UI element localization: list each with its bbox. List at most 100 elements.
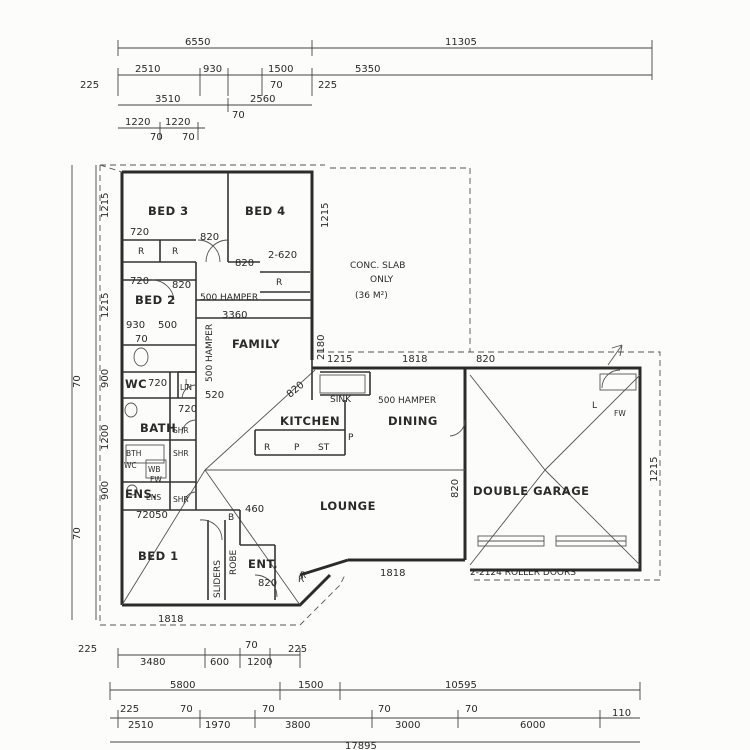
dim-bot-5800: 5800 (170, 680, 195, 691)
dim-bot-10595: 10595 (445, 680, 477, 691)
bathtub-icon (125, 444, 165, 464)
dim-930: 930 (203, 64, 222, 75)
room-lounge: LOUNGE (320, 499, 376, 513)
top-dimensions: 6550 11305 225 2510 930 1500 5350 70 225… (80, 37, 653, 143)
robe-r6: R (298, 575, 304, 585)
dim-1220a: 1220 (125, 117, 150, 128)
dim-820f: 820 (450, 479, 461, 498)
room-garage: DOUBLE GARAGE (473, 484, 590, 498)
bottom-dimensions: 225 3480 600 1200 70 225 5800 1500 10595… (78, 640, 641, 750)
dim-820g: 820 (258, 578, 277, 589)
robe-r4: R (264, 443, 270, 453)
ens-toilet-icon (126, 484, 138, 496)
robe-r3: R (276, 278, 282, 288)
dim-bot-225c: 225 (120, 704, 139, 715)
dim-1220b: 1220 (165, 117, 190, 128)
dim-460: 460 (245, 504, 264, 515)
dim-bot-1500: 1500 (298, 680, 323, 691)
roller-doors-label: 2-2124 ROLLER DOORS (470, 568, 576, 578)
l-label: L (592, 401, 597, 411)
slab-label-3: (36 M²) (355, 291, 388, 301)
internal-walls (122, 172, 470, 600)
dim-720d: 720 (178, 404, 197, 415)
fixtures (124, 344, 637, 496)
dim-225: 225 (80, 80, 99, 91)
dim-left-1215b: 1215 (100, 293, 111, 318)
dim-1215r: 1215 (320, 203, 331, 228)
roller-doors (477, 535, 627, 547)
dim-bot-3000: 3000 (395, 720, 420, 731)
dim-225b: 225 (318, 80, 337, 91)
wb-label: WB (148, 465, 161, 474)
dim-left-70: 70 (72, 375, 83, 388)
dim-520: 520 (205, 390, 224, 401)
dim-left-1200: 1200 (100, 425, 111, 450)
ens-small-label: ENS (146, 493, 161, 502)
dim-820a: 820 (200, 232, 219, 243)
dim-left-70b: 70 (72, 527, 83, 540)
dim-bot-1200: 1200 (247, 657, 272, 668)
dim-bot-70d: 70 (378, 704, 391, 715)
fw-label-garage: FW (614, 409, 626, 418)
dim-bot-2510: 2510 (128, 720, 153, 731)
r-entry-label: R (300, 571, 306, 581)
dim-bot-70c: 70 (262, 704, 275, 715)
room-bed1: BED 1 (138, 549, 179, 563)
dim-1215g: 1215 (649, 457, 660, 482)
dim-930: 930 (126, 320, 145, 331)
shr-label-3: SHR (173, 495, 189, 504)
room-bath: BATH (140, 421, 176, 435)
dim-bot-70b: 70 (180, 704, 193, 715)
toilet-icon (133, 347, 149, 367)
left-dimensions: 1215 1215 70 900 1200 900 70 (71, 165, 111, 620)
dim-6550: 6550 (185, 37, 210, 48)
dim-720b: 720 (130, 276, 149, 287)
dim-820c: 820 (172, 280, 191, 291)
dim-left-1215: 1215 (100, 193, 111, 218)
dim-bot-3800: 3800 (285, 720, 310, 731)
concrete-slab-outline: CONC. SLAB ONLY (36 M²) (99, 164, 661, 626)
room-kitchen: KITCHEN (280, 414, 340, 428)
dim-72050: 72050 (136, 510, 168, 521)
slab-label-1: CONC. SLAB (350, 261, 405, 271)
room-bed3: BED 3 (148, 204, 189, 218)
room-ens: ENS. (125, 487, 157, 501)
room-labels: BED 3 BED 4 BED 2 FAMILY WC BATH ENS. BE… (125, 204, 590, 571)
room-bed2: BED 2 (135, 293, 176, 307)
dim-70d: 70 (182, 132, 195, 143)
dim-3510: 3510 (155, 94, 180, 105)
b-label: B (228, 513, 234, 523)
dim-1818c: 1818 (158, 614, 183, 625)
dim-2620: 2-620 (268, 250, 297, 261)
dim-500: 500 (158, 320, 177, 331)
robe-r2: R (172, 247, 178, 257)
pantry-label: P (348, 433, 354, 443)
sink-label: SINK (330, 395, 352, 405)
dim-bot-3480: 3480 (140, 657, 165, 668)
dim-bot-1970: 1970 (205, 720, 230, 731)
dim-bot-600: 600 (210, 657, 229, 668)
dim-2560: 2560 (250, 94, 275, 105)
dim-11305: 11305 (445, 37, 477, 48)
dim-5350: 5350 (355, 64, 380, 75)
dim-bot-225a: 225 (78, 644, 97, 655)
annotation-labels: 500 HAMPER 500 HAMPER 500 HAMPER SINK 2-… (124, 247, 626, 598)
interior-dimensions: 720 820 820 2-620 1215 720 820 3360 930 … (126, 203, 660, 625)
room-family: FAMILY (232, 337, 280, 351)
dim-bot-70a: 70 (245, 640, 258, 651)
roof-hip-lines (99, 164, 641, 606)
dim-820d: 820 (476, 354, 495, 365)
hamper-top: 500 HAMPER (200, 293, 258, 303)
dim-bot-110: 110 (612, 708, 631, 719)
dim-bot-6000: 6000 (520, 720, 545, 731)
shr-label-2: SHR (173, 449, 189, 458)
dim-70b: 70 (232, 110, 245, 121)
basin-icon (124, 402, 138, 418)
dim-2180: 2180 (316, 335, 327, 360)
hamper-vertical: 500 HAMPER (205, 324, 215, 382)
dim-3360: 3360 (222, 310, 247, 321)
shr-label-1: SHR (173, 426, 189, 435)
dim-bot-total: 17895 (345, 741, 377, 750)
sink-icon (319, 374, 366, 394)
